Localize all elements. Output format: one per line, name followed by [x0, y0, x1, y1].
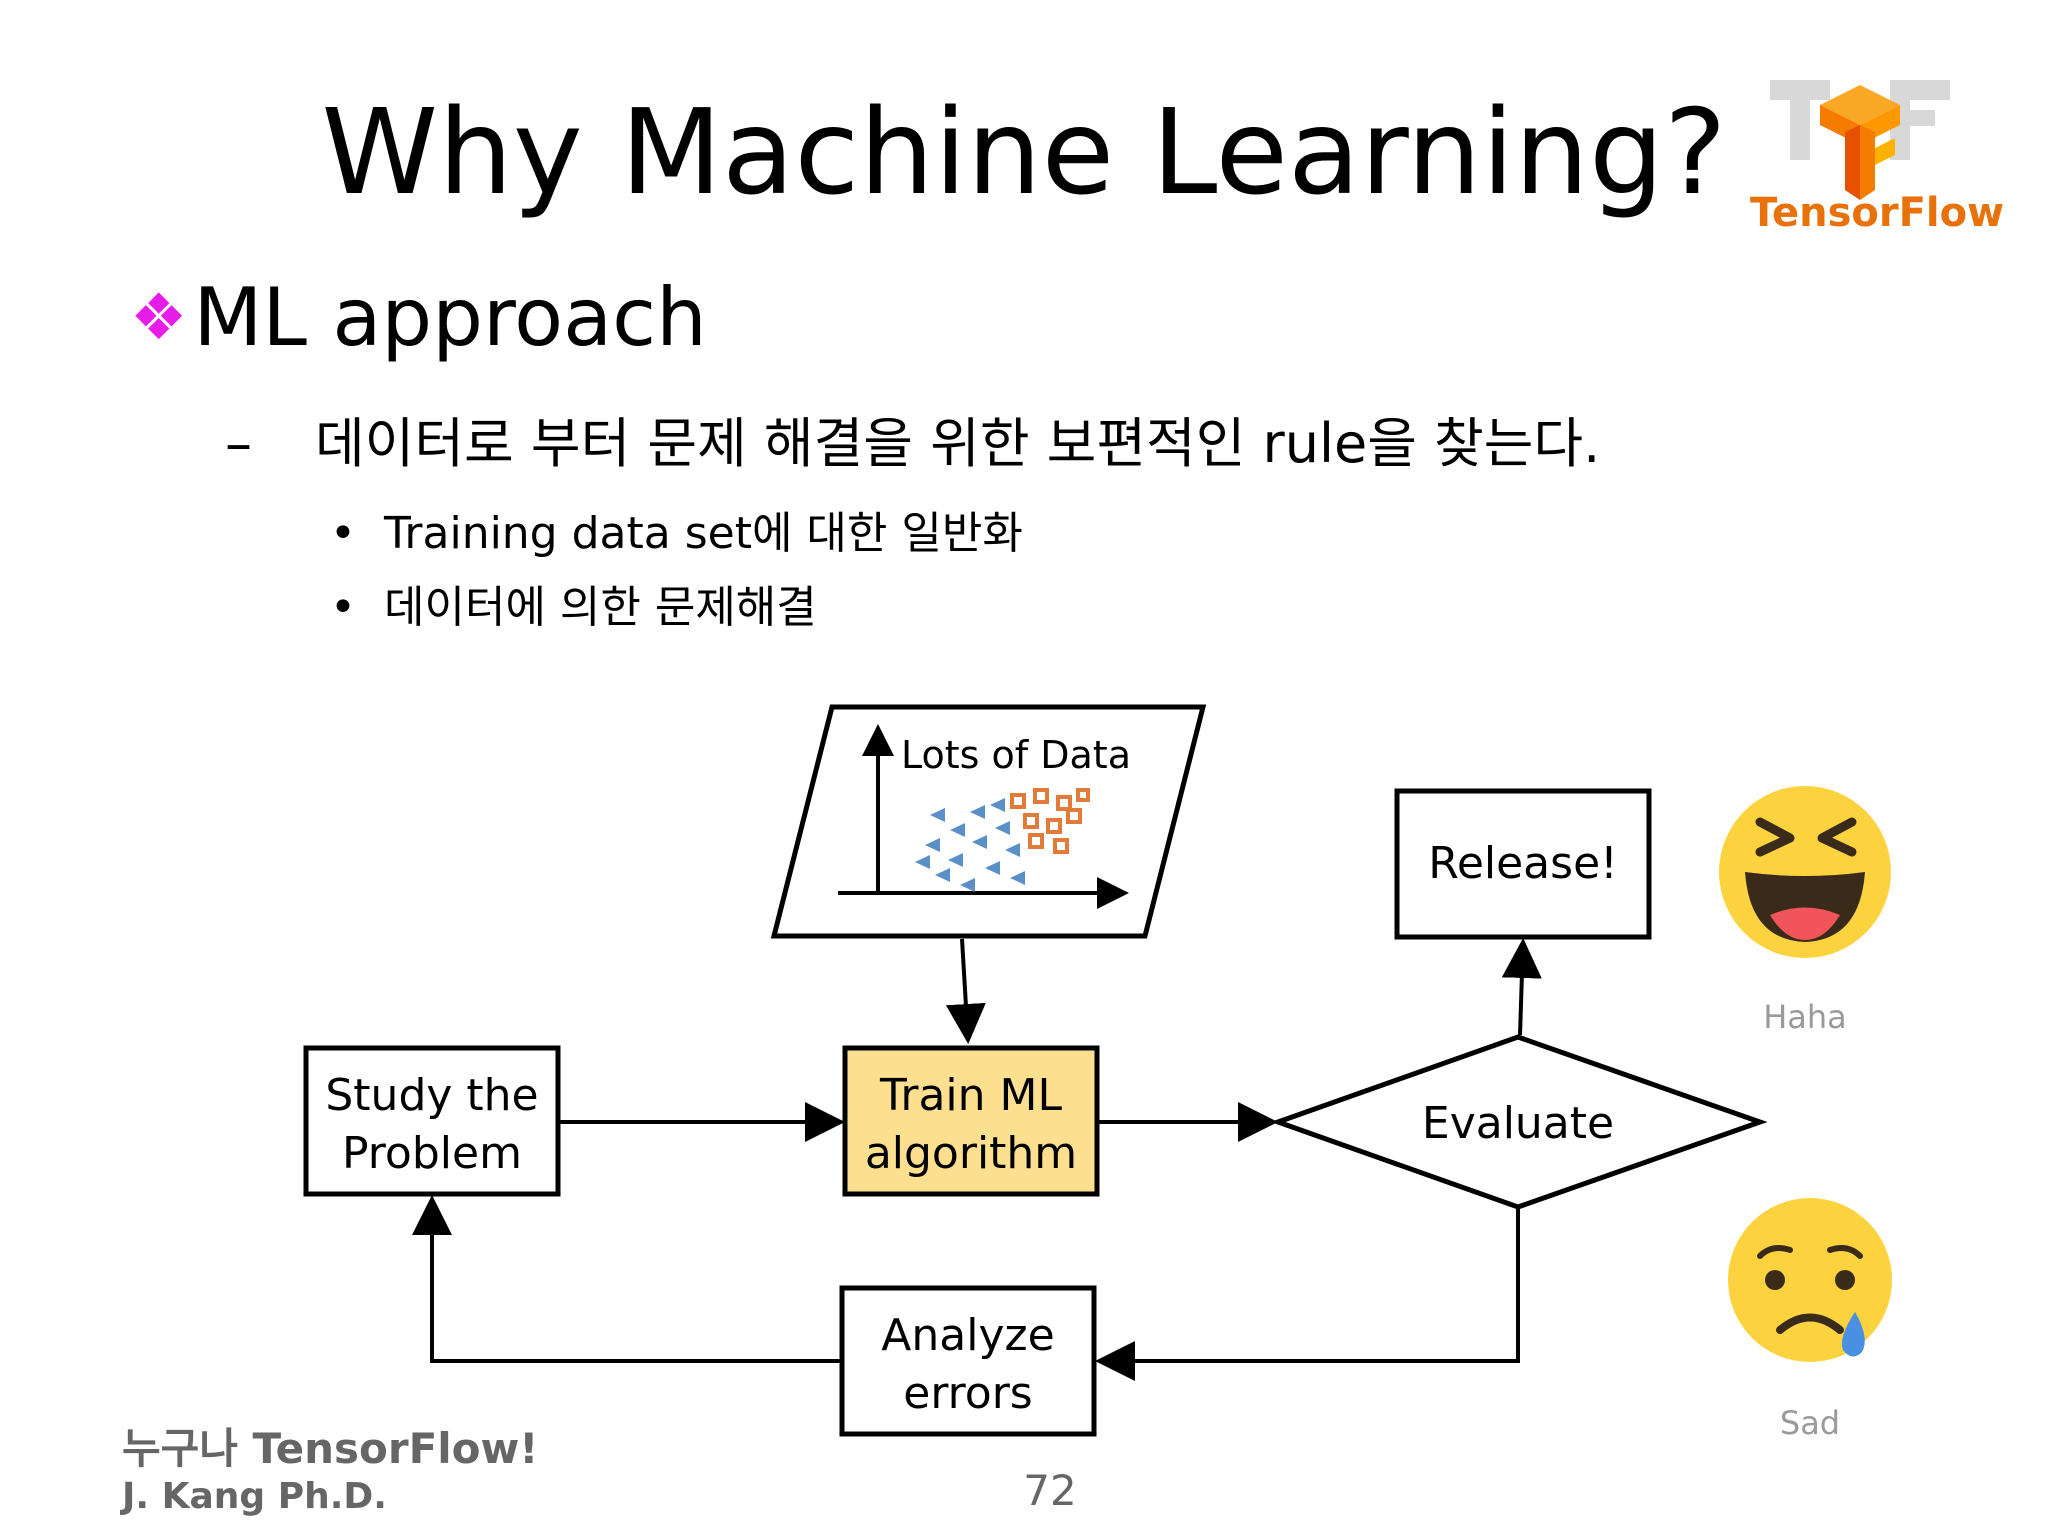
tensorflow-logo-icon [1770, 80, 1950, 200]
haha-label: Haha [1763, 998, 1847, 1036]
crying-face-icon [1728, 1198, 1892, 1362]
bullet-level2-text: 데이터로 부터 문제 해결을 위한 보편적인 rule을 찾는다. [315, 412, 1601, 475]
analyze-node-line2: errors [903, 1368, 1032, 1419]
study-node-line2: Problem [342, 1128, 522, 1179]
laughing-face-icon [1719, 786, 1891, 958]
evaluate-node: Evaluate [1270, 1034, 1768, 1210]
release-node-label: Release! [1428, 838, 1618, 889]
arrow-evaluate-release [1501, 938, 1542, 1036]
data-box-label: Lots of Data [901, 733, 1131, 777]
analyze-errors-node: Analyze errors [839, 1285, 1097, 1437]
study-node-line1: Study the [325, 1070, 538, 1121]
bullet-level1-text: ML approach [193, 271, 707, 364]
dot-bullet: • [330, 582, 356, 633]
bullet-level3-text: 데이터에 의한 문제해결 [384, 582, 817, 633]
arrow-evaluate-analyze [1095, 1207, 1520, 1381]
data-box: Lots of Data [770, 704, 1207, 939]
tensorflow-logo-text: TensorFlow [1750, 190, 2005, 236]
analyze-node-line1: Analyze [881, 1310, 1054, 1361]
footer-title: 누구나 TensorFlow! [122, 1424, 539, 1473]
diamond-bullet-icon: ❖ [130, 281, 188, 355]
dot-bullet: • [330, 508, 356, 559]
evaluate-node-label: Evaluate [1422, 1098, 1614, 1149]
train-ml-node: Train ML algorithm [842, 1045, 1100, 1197]
page-number: 72 [1023, 1466, 1077, 1515]
train-node-line1: Train ML [879, 1070, 1063, 1121]
bullet-level3-item: • Training data set에 대한 일반화 [330, 508, 1023, 561]
bullet-level1: ❖ML approach [130, 270, 707, 366]
bullet-level3-text: Training data set에 대한 일반화 [384, 508, 1023, 559]
footer-author: J. Kang Ph.D. [122, 1476, 387, 1517]
train-node-line2: algorithm [865, 1128, 1077, 1179]
bullet-level2: –데이터로 부터 문제 해결을 위한 보편적인 rule을 찾는다. [225, 412, 1600, 477]
arrow-analyze-study [412, 1195, 842, 1363]
slide-title: Why Machine Learning? [321, 83, 1727, 221]
study-problem-node: Study the Problem [303, 1045, 561, 1197]
dash-bullet: – [225, 412, 252, 475]
sad-label: Sad [1779, 1404, 1841, 1442]
bullet-level3-item: • 데이터에 의한 문제해결 [330, 582, 817, 635]
scatter-plot-icon [915, 788, 1090, 892]
release-node: Release! [1394, 788, 1652, 940]
